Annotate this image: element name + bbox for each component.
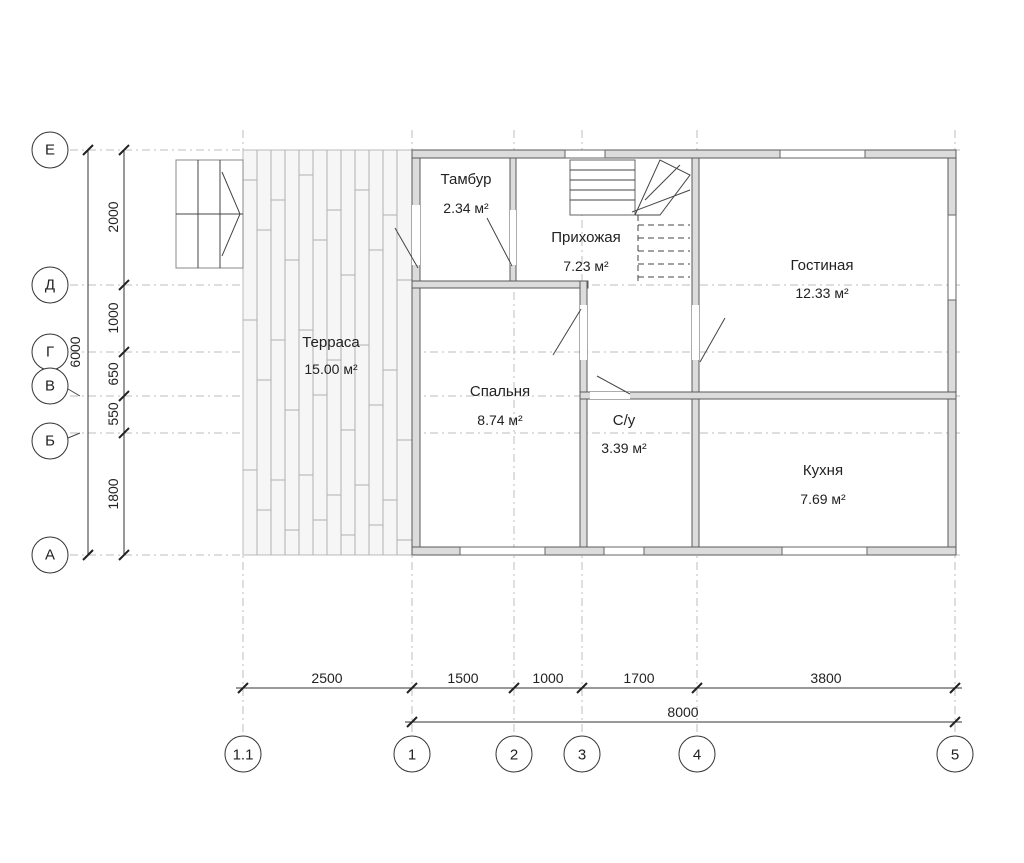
room-name-bedroom: Спальня <box>470 383 530 400</box>
dim-total-horizontal: 8000 <box>667 704 698 720</box>
room-area-bathroom: 3.39 м² <box>601 440 647 456</box>
room-name-living: Гостиная <box>791 257 854 274</box>
dim-horizontal-3: 1000 <box>532 670 563 686</box>
dim-vertical-4: 550 <box>105 402 121 426</box>
room-name-kitchen: Кухня <box>803 462 843 479</box>
entrance-steps <box>175 159 244 269</box>
room-area-hall: 7.23 м² <box>563 258 609 274</box>
axis-label-d: Д <box>45 277 55 294</box>
interior-staircase <box>569 159 691 285</box>
grid-lines-vertical <box>242 130 956 735</box>
terrace-boards <box>242 149 413 556</box>
doors <box>394 205 726 399</box>
dim-vertical-1: 2000 <box>105 201 121 232</box>
axis-label-1-1: 1.1 <box>233 747 254 764</box>
horizontal-dimensions: 2500 1500 1000 1700 3800 8000 <box>236 670 962 728</box>
axis-label-2: 2 <box>510 747 518 764</box>
axis-label-3: 3 <box>578 747 586 764</box>
room-name-terrace: Терраса <box>302 334 360 351</box>
axis-label-1: 1 <box>408 747 416 764</box>
room-area-kitchen: 7.69 м² <box>800 491 846 507</box>
number-axis-markers: 1.1 1 2 3 4 5 <box>224 735 974 773</box>
dim-vertical-2: 1000 <box>105 302 121 333</box>
room-name-bathroom: С/у <box>613 412 636 429</box>
dim-total-vertical: 6000 <box>67 336 83 367</box>
room-area-vestibule: 2.34 м² <box>443 200 489 216</box>
dim-horizontal-5: 3800 <box>810 670 841 686</box>
room-name-hall: Прихожая <box>551 229 621 246</box>
axis-label-e: Е <box>45 142 55 159</box>
vertical-dimensions: 6000 2000 1000 650 550 1800 <box>67 144 130 561</box>
axis-label-v: В <box>45 378 55 395</box>
axis-label-4: 4 <box>693 747 701 764</box>
windows <box>459 149 957 556</box>
room-name-vestibule: Тамбур <box>441 171 492 188</box>
axis-label-g: Г <box>46 344 54 361</box>
dim-horizontal-2: 1500 <box>447 670 478 686</box>
dim-vertical-3: 650 <box>105 362 121 386</box>
letter-axis-markers: Е Д Г В Б А <box>31 131 81 574</box>
room-labels: Терраса 15.00 м² Тамбур 2.34 м² Прихожая… <box>302 171 853 507</box>
axis-label-a: А <box>45 547 55 564</box>
room-area-living: 12.33 м² <box>795 285 849 301</box>
dim-horizontal-1: 2500 <box>311 670 342 686</box>
room-area-terrace: 15.00 м² <box>304 361 358 377</box>
dim-horizontal-4: 1700 <box>623 670 654 686</box>
room-area-bedroom: 8.74 м² <box>477 412 523 428</box>
dim-vertical-5: 1800 <box>105 478 121 509</box>
axis-label-b: Б <box>45 433 55 450</box>
axis-label-5: 5 <box>951 747 959 764</box>
